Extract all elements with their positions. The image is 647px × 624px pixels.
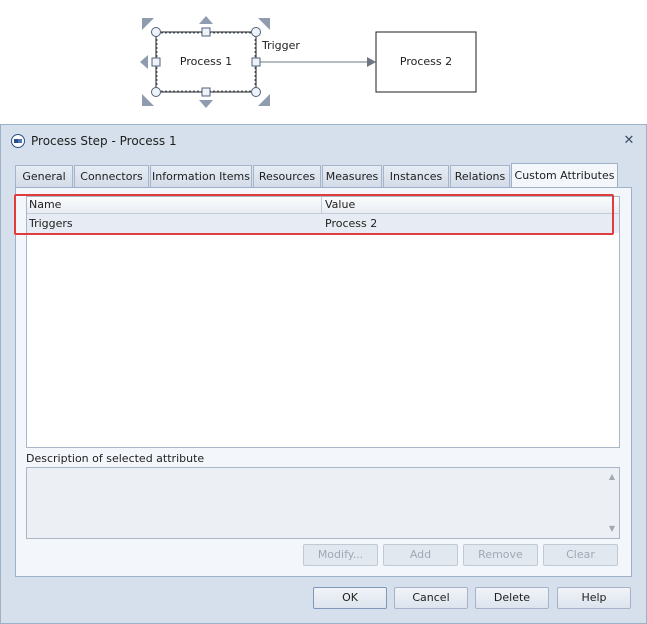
add-button[interactable]: Add <box>383 544 458 566</box>
row-name-cell: Triggers <box>29 217 73 230</box>
process2-box[interactable] <box>375 31 477 93</box>
diagram-canvas[interactable]: Process 1 Process 2 Trigger <box>0 0 647 122</box>
connect-arrow-nw[interactable] <box>142 18 154 30</box>
connect-arrow-w[interactable] <box>140 55 148 69</box>
delete-button[interactable]: Delete <box>475 587 549 609</box>
process2-label: Process 2 <box>399 55 453 68</box>
tab-resources[interactable]: Resources <box>253 165 321 187</box>
resize-handle-se[interactable] <box>251 87 261 97</box>
tab-information-items[interactable]: Information Items <box>150 165 252 187</box>
connect-arrow-ne[interactable] <box>258 18 270 30</box>
resize-handle-nw[interactable] <box>151 27 161 37</box>
modify-button[interactable]: Modify... <box>303 544 378 566</box>
process-step-icon <box>11 134 25 148</box>
diagram-svg <box>140 16 477 108</box>
connect-arrow-sw[interactable] <box>142 94 154 106</box>
tab-connectors[interactable]: Connectors <box>74 165 149 187</box>
resize-handle-s[interactable] <box>201 87 211 97</box>
tab-measures[interactable]: Measures <box>322 165 382 187</box>
connect-arrow-n[interactable] <box>199 16 213 24</box>
dialog-title: Process Step - Process 1 <box>31 134 177 148</box>
description-label: Description of selected attribute <box>26 452 205 465</box>
process1-label: Process 1 <box>179 55 233 68</box>
process-step-dialog: Process Step - Process 1 ✕ General Conne… <box>0 124 647 624</box>
description-field[interactable] <box>26 467 620 539</box>
tab-strip: General Connectors Information Items Res… <box>15 163 635 188</box>
tab-general[interactable]: General <box>15 165 73 187</box>
resize-handle-sw[interactable] <box>151 87 161 97</box>
row-value-cell: Process 2 <box>325 217 378 230</box>
clear-button[interactable]: Clear <box>543 544 618 566</box>
process1-box[interactable] <box>155 31 257 93</box>
cancel-button[interactable]: Cancel <box>394 587 468 609</box>
custom-attributes-panel: Name Value Triggers Process 2 Descriptio… <box>14 187 632 577</box>
connect-arrow-se[interactable] <box>258 94 270 106</box>
close-icon[interactable]: ✕ <box>623 133 635 148</box>
remove-button[interactable]: Remove <box>463 544 538 566</box>
ok-button[interactable]: OK <box>313 587 387 609</box>
grid-header: Name Value <box>27 197 619 214</box>
resize-handle-n[interactable] <box>201 27 211 37</box>
resize-handle-ne[interactable] <box>251 27 261 37</box>
connect-arrow-s[interactable] <box>199 100 213 108</box>
tab-instances[interactable]: Instances <box>383 165 449 187</box>
connector-label: Trigger <box>262 39 300 52</box>
attributes-grid[interactable]: Name Value Triggers Process 2 <box>26 196 620 448</box>
tab-relations[interactable]: Relations <box>450 165 510 187</box>
resize-handle-w[interactable] <box>151 57 161 67</box>
highlight-annotation <box>14 194 614 235</box>
tab-custom-attributes[interactable]: Custom Attributes <box>511 163 618 188</box>
dialog-titlebar[interactable]: Process Step - Process 1 ✕ <box>1 125 646 155</box>
table-row[interactable]: Triggers Process 2 <box>27 214 619 233</box>
column-header-value[interactable]: Value <box>325 198 356 211</box>
column-header-name[interactable]: Name <box>27 197 322 213</box>
help-button[interactable]: Help <box>557 587 631 609</box>
